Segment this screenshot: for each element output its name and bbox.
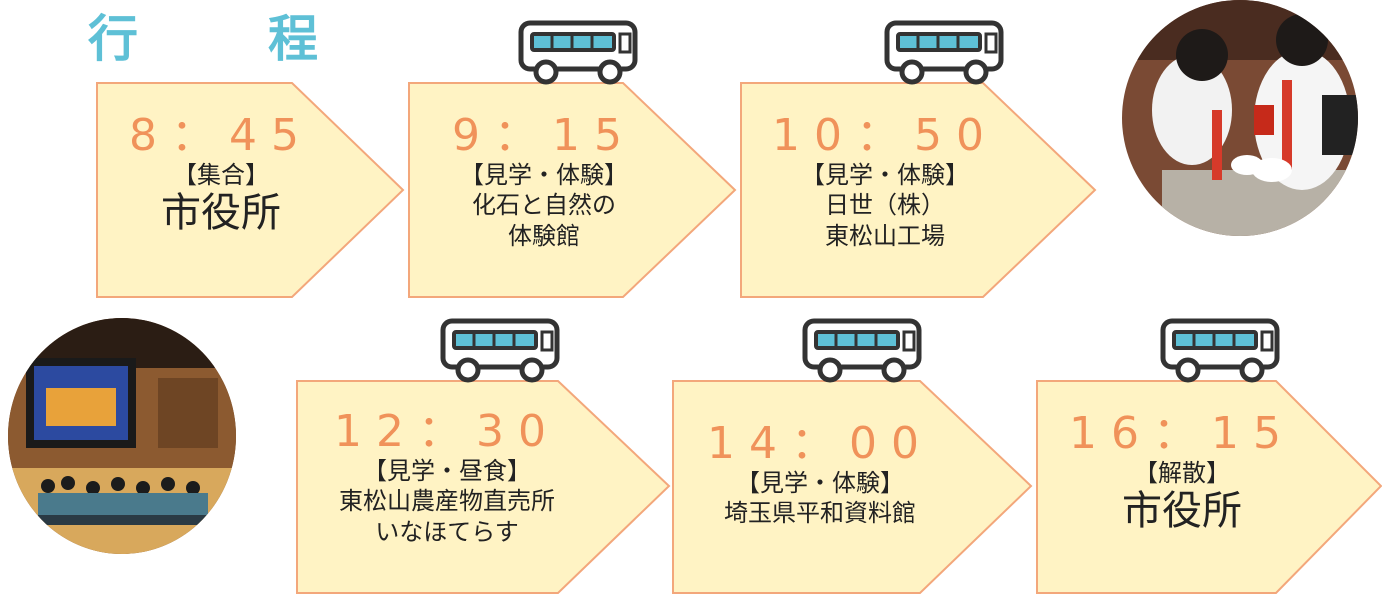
page-title: 行 程 — [88, 10, 358, 68]
stop-5-time: 14：00 — [707, 418, 933, 469]
stop-4: 12：30 【見学・昼食】 東松山農産物直売所 いなほてらす — [296, 380, 672, 594]
stop-3-place-line-2: 東松山工場 — [825, 222, 945, 250]
stop-3: 10：50 【見学・体験】 日世（株） 東松山工場 — [740, 82, 1098, 298]
stop-6-tag: 【解散】 — [1134, 459, 1230, 487]
stop-5-tag: 【見学・体験】 — [736, 469, 904, 497]
stop-4-tag: 【見学・昼食】 — [363, 457, 531, 485]
stop-5: 14：00 【見学・体験】 埼玉県平和資料館 — [672, 380, 1034, 594]
photo-fossil-workshop — [1122, 0, 1358, 236]
stop-1-time: 8：45 — [129, 110, 313, 161]
stop-5-arrow — [672, 380, 1033, 594]
stop-3-arrow — [740, 82, 1097, 298]
stop-2-tag: 【見学・体験】 — [460, 161, 628, 189]
stop-6-place: 市役所 — [1122, 488, 1242, 534]
stop-5-place: 埼玉県平和資料館 — [724, 499, 916, 527]
stop-2-place-line-1: 化石と自然の — [472, 191, 616, 219]
stop-6: 16：15 【解散】 市役所 — [1036, 380, 1382, 594]
bus-icon — [802, 318, 922, 383]
stop-3-time: 10：50 — [772, 110, 998, 161]
bus-icon — [1160, 318, 1280, 383]
stop-3-tag: 【見学・体験】 — [801, 161, 969, 189]
bus-icon — [440, 318, 560, 383]
stop-2-time: 9：15 — [452, 110, 636, 161]
photo-peace-museum-lecture — [8, 318, 236, 554]
stop-1-tag: 【集合】 — [173, 161, 269, 189]
stop-2: 9：15 【見学・体験】 化石と自然の 体験館 — [408, 82, 738, 298]
stop-4-place-line-2: いなほてらす — [375, 518, 519, 546]
stop-4-time: 12：30 — [334, 406, 560, 457]
stop-6-arrow — [1036, 380, 1382, 594]
stop-1-arrow — [96, 82, 405, 298]
stop-4-place-line-1: 東松山農産物直売所 — [339, 487, 555, 515]
bus-icon — [518, 20, 638, 85]
stop-2-place-line-2: 体験館 — [508, 222, 580, 250]
stop-4-arrow — [296, 380, 671, 594]
stop-1: 8：45 【集合】 市役所 — [96, 82, 406, 298]
bus-icon — [884, 20, 1004, 85]
stop-2-arrow — [408, 82, 737, 298]
stop-1-place: 市役所 — [161, 190, 281, 236]
stop-6-time: 16：15 — [1069, 408, 1295, 459]
stop-3-place-line-1: 日世（株） — [825, 191, 945, 219]
